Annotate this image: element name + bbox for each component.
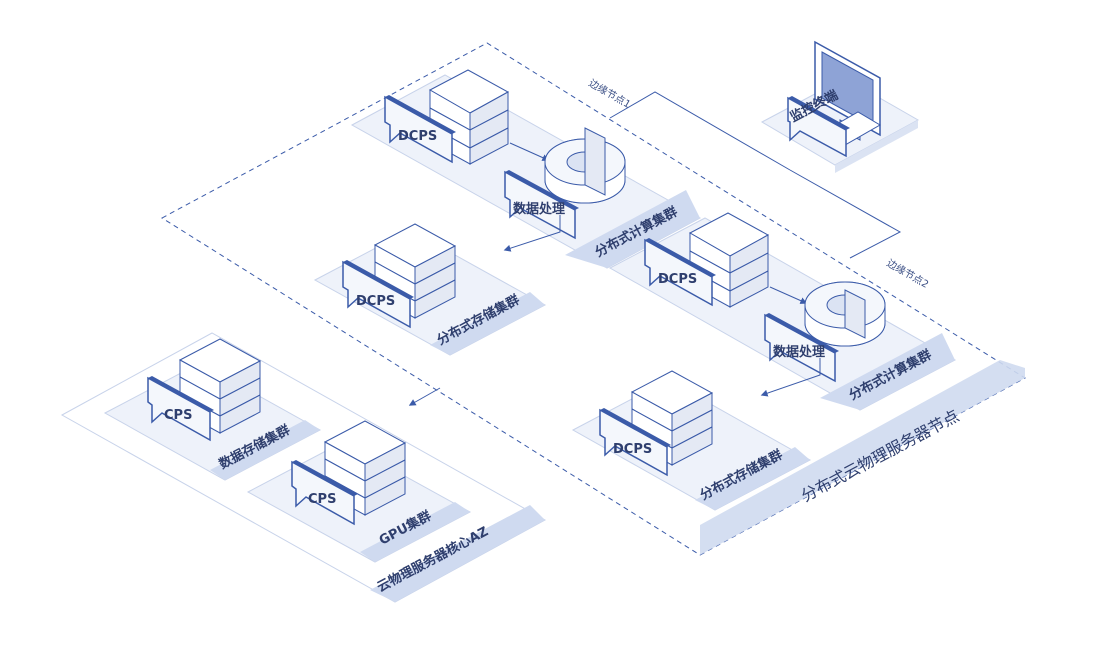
core-storage-cps-tag: CPS xyxy=(147,376,214,442)
node1-processing-tag: 数据处理 xyxy=(504,170,579,240)
node2-flow-arrow xyxy=(769,286,808,304)
edge-zone-label: 分布式云物理服务器节点 xyxy=(798,406,962,505)
node1-storage-server-stack xyxy=(373,223,457,319)
node2-processing-icon xyxy=(804,281,886,347)
node1-storage-label-bar xyxy=(430,292,545,355)
edge-to-core-arrow xyxy=(408,387,441,406)
edge-node-2-label: 边缘节点2 xyxy=(885,256,932,290)
node1-dcps-label: DCPS xyxy=(398,129,437,144)
node1-storage-cluster: 分布式存储集群 DCPS xyxy=(313,223,547,356)
node2-storage-dcps-tag: DCPS xyxy=(599,408,671,477)
edge-zone-label-bar xyxy=(700,360,1025,555)
edge-node-1-label: 边缘节点1 xyxy=(587,76,634,110)
core-az: 云物理服务器核心AZ 数据存储集群 CPS xyxy=(60,332,547,603)
core-az-label-bar xyxy=(370,505,545,602)
node2-storage-cluster: 分布式存储集群 DCPS xyxy=(571,370,812,511)
core-storage-cluster: 数据存储集群 CPS xyxy=(103,338,322,481)
node1-storage-dcps-tag: DCPS xyxy=(342,260,414,329)
core-gpu-label-bar xyxy=(360,502,470,562)
node1-flow-arrow xyxy=(509,142,550,161)
node2-compute-cluster: 分布式计算集群 DCPS 数据处理 xyxy=(608,212,957,411)
node1-compute-cluster: 分布式计算集群 DCPS xyxy=(350,69,702,269)
node2-processing-tag: 数据处理 xyxy=(764,313,839,383)
node2-dcps-tag: DCPS xyxy=(644,238,716,307)
core-gpu-cluster: GPU集群 CPS xyxy=(246,420,472,563)
node1-processing-icon xyxy=(544,127,626,204)
monitor-terminal: 监控终端 xyxy=(760,40,920,173)
node2-to-storage-arrow xyxy=(760,358,821,397)
node2-compute-label-bar xyxy=(820,333,955,410)
node1-processing-label: 数据处理 xyxy=(513,201,565,217)
node1-compute-label-bar xyxy=(565,190,700,268)
core-gpu-cps-tag: CPS xyxy=(291,460,358,526)
node1-to-storage-arrow xyxy=(503,215,561,252)
node2-processing-label: 数据处理 xyxy=(773,344,825,360)
node2-storage-label-bar xyxy=(695,447,810,510)
node2-dcps-label: DCPS xyxy=(658,272,697,287)
core-gpu-cps-label: CPS xyxy=(308,492,336,507)
core-storage-cps-label: CPS xyxy=(164,408,192,423)
node2-storage-dcps-label: DCPS xyxy=(613,442,652,457)
core-storage-label-bar xyxy=(210,420,320,480)
node1-dcps-tag: DCPS xyxy=(384,95,456,164)
node1-storage-dcps-label: DCPS xyxy=(356,294,395,309)
